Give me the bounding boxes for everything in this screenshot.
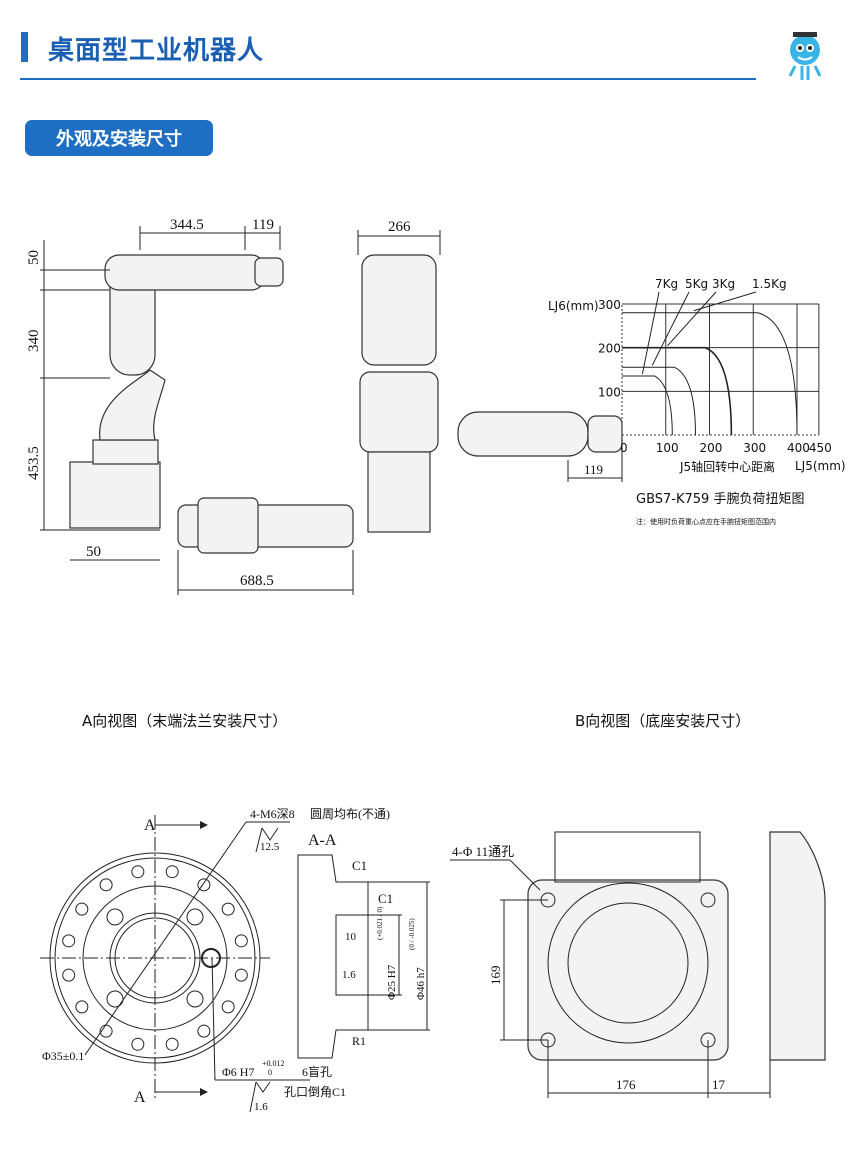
x-tick-label: 400 <box>787 441 810 455</box>
view-a-caption: A向视图（末端法兰安装尺寸） <box>82 712 288 730</box>
dim-50a: 50 <box>26 250 42 265</box>
chamfer-note: 孔口倒角C1 <box>284 1085 346 1099</box>
section-pill: 外观及安装尺寸 <box>25 120 213 156</box>
section-a-top: A <box>144 817 156 834</box>
flange-hole <box>62 968 76 982</box>
flange-hole <box>165 1037 179 1051</box>
dim-50b: 50 <box>86 544 101 560</box>
blind-holes: 6盲孔 <box>302 1064 332 1079</box>
series-curve-5Kg <box>622 366 696 436</box>
y-tick-label: 200 <box>598 342 621 356</box>
series-label: 5Kg <box>685 277 708 291</box>
flange-hole <box>99 878 113 892</box>
title-accent-bar <box>21 32 28 62</box>
flange-hole <box>75 902 89 916</box>
flange-hole <box>221 902 235 916</box>
dim-phi25: Φ25 H7 <box>386 964 398 1000</box>
flange-hole <box>131 865 145 879</box>
view-b-base: 169 176 4-Φ 11通孔 17 <box>450 831 826 1098</box>
dim-119b: 119 <box>584 462 603 477</box>
dim-119a: 119 <box>252 217 274 233</box>
flange-hole <box>131 1037 145 1051</box>
flange-hole <box>234 934 248 948</box>
dim-453: 453.5 <box>26 446 42 480</box>
thread-note: 圆周均布(不通) <box>310 807 390 821</box>
page-title: 桌面型工业机器人 <box>48 36 265 66</box>
y-tick-label: 300 <box>598 298 621 312</box>
chart-note: 注：使用时负荷重心点应在手腕扭矩图范围内 <box>636 517 776 526</box>
x-tick-label: 100 <box>656 441 679 455</box>
series-leader <box>667 291 717 346</box>
dim-phi6: Φ6 H7 <box>222 1065 254 1079</box>
chamfer-c1-b: C1 <box>378 891 393 906</box>
wrist-torque-chart: LJ6(mm) J5轴回转中心距离 LJ5(mm) GBS7-K759 手腕负荷… <box>548 277 846 526</box>
dim-169: 169 <box>488 966 503 986</box>
x-tick-label: 200 <box>700 441 723 455</box>
x-tick-label: 300 <box>743 441 766 455</box>
view-b-caption: B向视图（底座安装尺寸） <box>575 712 751 730</box>
phi46-tol: (0 / -0.025) <box>408 918 416 950</box>
dim-266: 266 <box>388 219 411 235</box>
wrist-view: 119 <box>457 411 623 482</box>
y-tick-label: 100 <box>598 385 621 399</box>
thread-spec: 4-M6深8 <box>250 807 295 821</box>
robot-top-view: 688.5 <box>177 497 354 595</box>
series-curve-1.5Kg <box>622 312 798 436</box>
dim-phi35: Φ35±0.1 <box>42 1049 84 1063</box>
dim-phi46: Φ46 h7 <box>415 967 427 1000</box>
roughness-1-6b: 1.6 <box>342 969 356 981</box>
chart-ylabel: LJ6(mm) <box>548 299 599 313</box>
series-leader <box>693 291 757 312</box>
phi6-tol-lower: 0 <box>268 1068 272 1077</box>
flange-hole <box>234 968 248 982</box>
dim-688: 688.5 <box>240 573 274 589</box>
flange-hole <box>197 878 211 892</box>
dim-340: 340 <box>26 330 42 353</box>
series-label: 7Kg <box>655 277 678 291</box>
phi25-tol: (+0.021 / 0) <box>376 906 384 940</box>
series-label: 3Kg <box>712 277 735 291</box>
section-a-bottom: A <box>134 1089 146 1106</box>
flange-hole <box>197 1024 211 1038</box>
dim-10: 10 <box>345 931 357 943</box>
dim-17: 17 <box>712 1077 726 1092</box>
flange-hole <box>62 934 76 948</box>
chamfer-c1-a: C1 <box>352 858 367 873</box>
roughness-12-5: 12.5 <box>260 841 280 853</box>
view-a-flange: A A 4-M6深8 圆周均布(不通) 12.5 Φ35±0.1 Φ6 H7 +… <box>40 807 430 1113</box>
chart-title: GBS7-K759 手腕负荷扭矩图 <box>636 491 804 507</box>
series-leader <box>641 291 660 375</box>
phi6-tol-upper: +0.012 <box>262 1059 285 1068</box>
chart-xunit: LJ5(mm) <box>795 459 846 473</box>
robot-side-view: 344.5 119 50 340 453.5 50 <box>26 217 284 561</box>
series-curve-3Kg <box>622 346 733 436</box>
title-divider <box>20 78 756 80</box>
radius-r1: R1 <box>352 1034 366 1048</box>
robot-front-view: 266 <box>357 219 441 533</box>
robot-mascot-icon <box>780 28 830 82</box>
flange-hole <box>165 865 179 879</box>
flange-hole <box>75 1000 89 1014</box>
roughness-1-6a: 1.6 <box>254 1101 268 1113</box>
series-label: 1.5Kg <box>752 277 787 291</box>
flange-hole <box>221 1000 235 1014</box>
x-tick-label: 0 <box>620 441 628 455</box>
dim-344: 344.5 <box>170 217 204 233</box>
series-curve-7Kg <box>622 375 673 436</box>
chart-xlabel: J5轴回转中心距离 <box>679 459 775 474</box>
series-leader <box>651 291 690 366</box>
dim-176: 176 <box>616 1077 636 1092</box>
section-aa-label: A-A <box>308 832 337 849</box>
x-tick-label: 450 <box>809 441 832 455</box>
hole-spec: 4-Φ 11通孔 <box>452 844 514 859</box>
